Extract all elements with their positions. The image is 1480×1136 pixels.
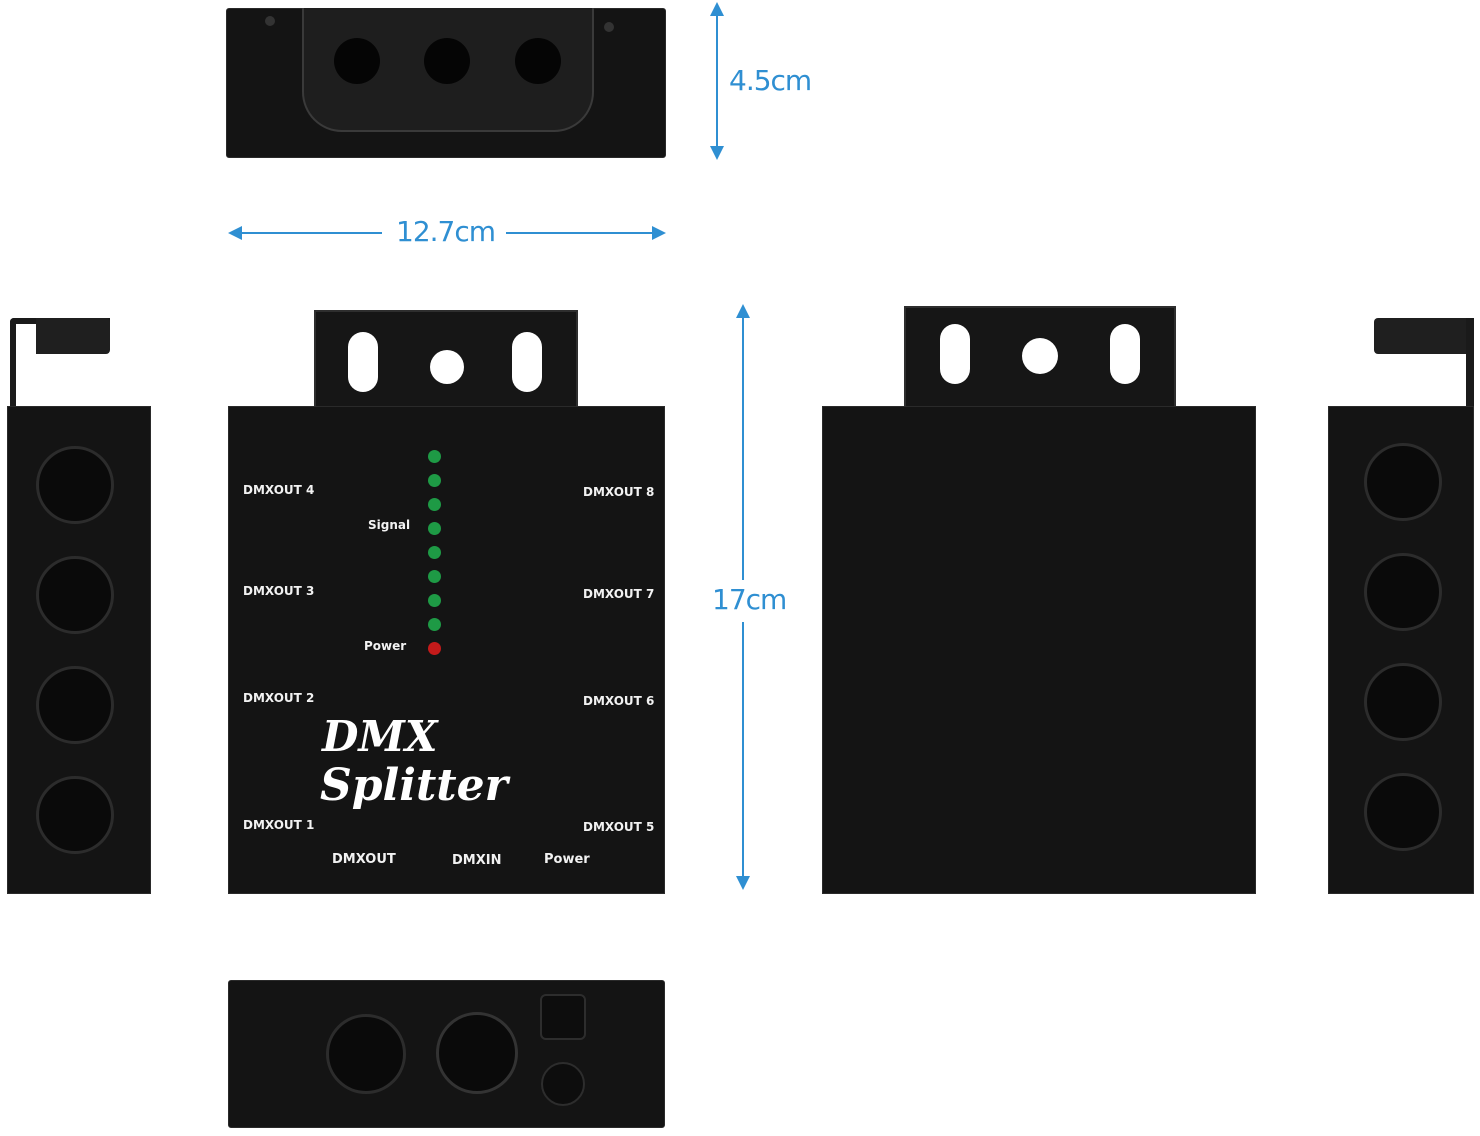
left-side-bracket-tab bbox=[36, 318, 110, 354]
output-label-6: DMXOUT 6 bbox=[583, 694, 655, 708]
xlr-male-connector-icon bbox=[436, 1012, 518, 1094]
bottom-label-power: Power bbox=[544, 852, 590, 867]
length-dimension-label: 17cm bbox=[712, 583, 787, 616]
screw-icon bbox=[265, 16, 275, 26]
top-view-hole-3 bbox=[515, 38, 561, 84]
right-side-bracket-tab bbox=[1374, 318, 1474, 354]
bottom-label-dmxin: DMXIN bbox=[452, 853, 502, 868]
signal-label: Signal bbox=[368, 518, 411, 532]
back-panel bbox=[822, 406, 1256, 894]
power-switch-icon bbox=[540, 994, 586, 1040]
xlr-female-connector-icon bbox=[326, 1014, 406, 1094]
signal-led-icon bbox=[428, 594, 441, 607]
xlr-female-connector-icon bbox=[1364, 773, 1442, 851]
xlr-female-connector-icon bbox=[36, 776, 114, 854]
xlr-female-connector-icon bbox=[1364, 663, 1442, 741]
top-view-hole-1 bbox=[334, 38, 380, 84]
keyhole-icon bbox=[348, 332, 378, 392]
height-dimension-label: 4.5cm bbox=[729, 64, 812, 97]
right-side-bracket bbox=[1466, 318, 1474, 408]
power-led-icon bbox=[428, 642, 441, 655]
signal-led-icon bbox=[428, 474, 441, 487]
output-label-7: DMXOUT 7 bbox=[583, 587, 655, 601]
dc-jack-icon bbox=[541, 1062, 585, 1106]
output-label-1: DMXOUT 1 bbox=[243, 818, 315, 832]
signal-led-icon bbox=[428, 546, 441, 559]
bottom-label-dmxout: DMXOUT bbox=[332, 852, 396, 867]
front-panel bbox=[228, 406, 665, 894]
output-label-5: DMXOUT 5 bbox=[583, 820, 655, 834]
keyhole-icon bbox=[1110, 324, 1140, 384]
xlr-female-connector-icon bbox=[36, 446, 114, 524]
signal-led-icon bbox=[428, 498, 441, 511]
output-label-4: DMXOUT 4 bbox=[243, 483, 315, 497]
output-label-8: DMXOUT 8 bbox=[583, 485, 655, 499]
screw-icon bbox=[604, 22, 614, 32]
brand-line-dmx: DMX bbox=[322, 712, 438, 761]
xlr-female-connector-icon bbox=[36, 666, 114, 744]
power-led-label: Power bbox=[364, 639, 407, 653]
top-view-hole-2 bbox=[424, 38, 470, 84]
keyhole-icon bbox=[512, 332, 542, 392]
keyhole-icon bbox=[940, 324, 970, 384]
output-label-2: DMXOUT 2 bbox=[243, 691, 315, 705]
xlr-female-connector-icon bbox=[36, 556, 114, 634]
xlr-female-connector-icon bbox=[1364, 443, 1442, 521]
width-dimension-label: 12.7cm bbox=[396, 215, 496, 248]
mount-hole-icon bbox=[430, 350, 464, 384]
brand-line-splitter: Splitter bbox=[320, 760, 508, 811]
mount-hole-icon bbox=[1022, 338, 1058, 374]
signal-led-icon bbox=[428, 618, 441, 631]
signal-led-icon bbox=[428, 570, 441, 583]
signal-led-icon bbox=[428, 522, 441, 535]
xlr-female-connector-icon bbox=[1364, 553, 1442, 631]
signal-led-icon bbox=[428, 450, 441, 463]
output-label-3: DMXOUT 3 bbox=[243, 584, 315, 598]
